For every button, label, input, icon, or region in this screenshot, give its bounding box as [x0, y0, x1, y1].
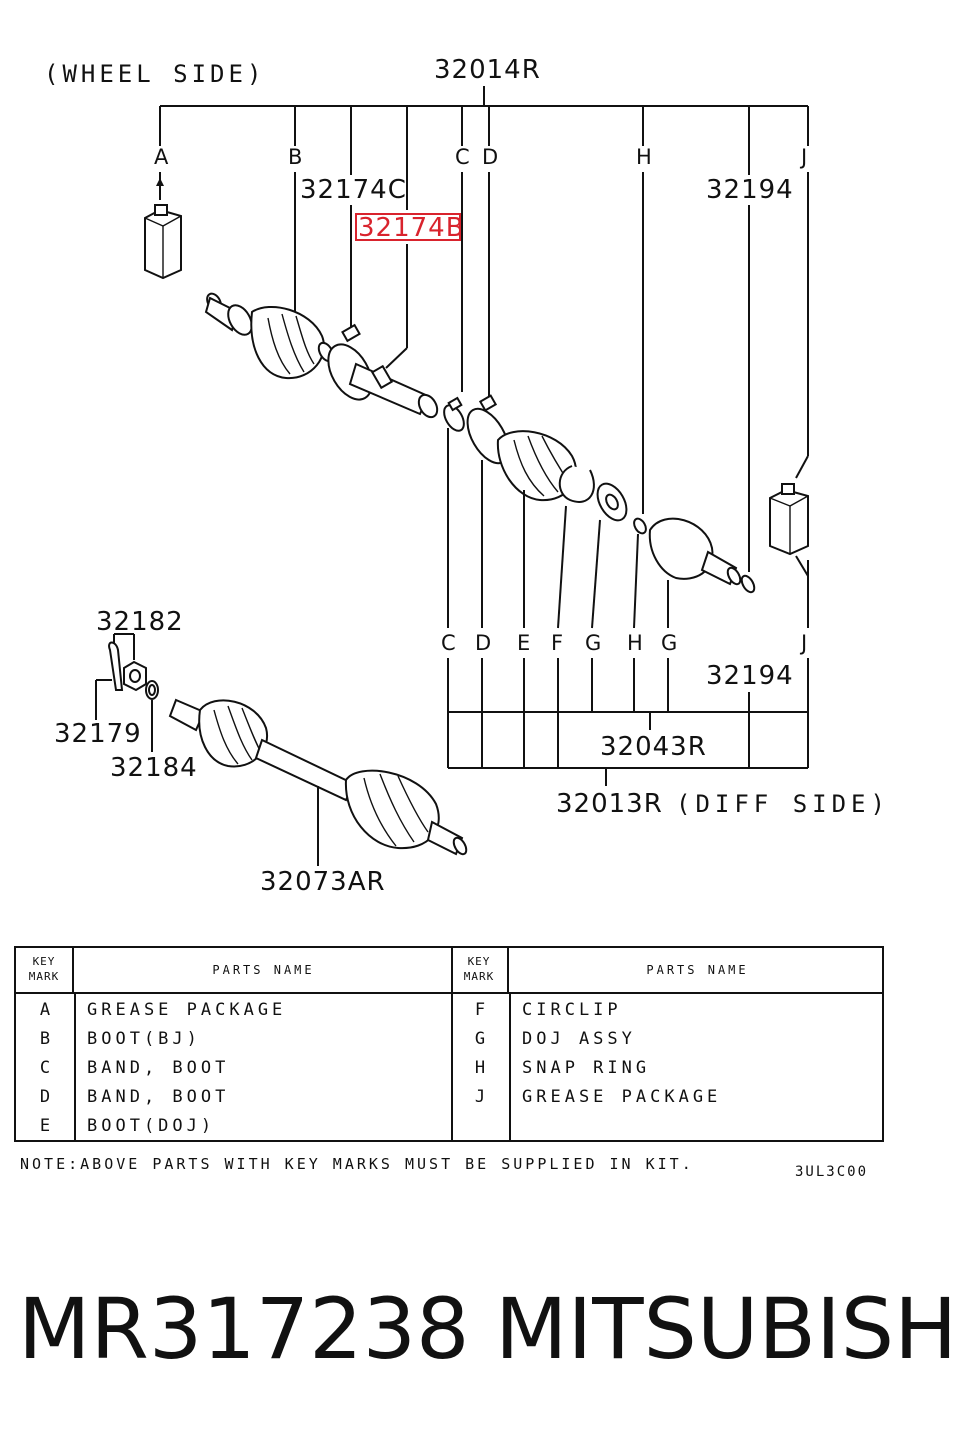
key-mark-g-lower: G: [661, 631, 677, 655]
part-32043r-label: 32043R: [600, 732, 707, 762]
wheel-side-label: (WHEEL SIDE): [44, 60, 265, 88]
highlight-box: [355, 213, 461, 241]
key-mark-d: D: [482, 145, 498, 169]
part-32179-label: 32179: [54, 719, 142, 749]
key-mark-c: C: [455, 145, 470, 169]
upper-shaft-assembly-icon: [204, 292, 756, 594]
key-mark-g: G: [585, 631, 601, 655]
key-mark-b: B: [288, 145, 302, 169]
key-mark-e: E: [517, 631, 530, 655]
part-32184-label: 32184: [110, 753, 198, 783]
top-bracket-lines: [159, 86, 809, 210]
key-mark-c-lower: C: [441, 631, 456, 655]
leader-lines: [159, 172, 809, 572]
key-mark-j: J: [799, 145, 807, 169]
part-32073ar-label: 32073AR: [260, 867, 386, 897]
assembly-32014r-label: 32014R: [434, 55, 541, 85]
key-mark-f: F: [551, 631, 563, 655]
table-header: KEY MARK PARTS NAME: [16, 948, 451, 994]
small-parts-leaders: [95, 633, 319, 866]
lower-leader-lines: [447, 428, 809, 629]
table-header: KEY MARK PARTS NAME: [451, 948, 884, 994]
parts-name-header: PARTS NAME: [212, 963, 315, 977]
brand-name: MITSUBISHI: [495, 1280, 960, 1378]
parts-name-header: PARTS NAME: [646, 963, 749, 977]
key-mark-h-lower: H: [627, 631, 643, 655]
key-mark-h: H: [636, 145, 652, 169]
key-mark-a: A: [154, 145, 169, 169]
bottom-bracket-lines: [447, 658, 809, 786]
grease-package-j-icon: [769, 483, 809, 556]
part-32013r-label: 32013R: [556, 789, 663, 819]
part-32174c-label: 32174C: [300, 175, 407, 205]
key-mark-d-lower: D: [475, 631, 491, 655]
complete-shaft-assembly-icon: [108, 641, 468, 856]
part-number: MR317238: [18, 1280, 470, 1378]
part-32194-bottom-label: 32194: [706, 661, 794, 691]
part-32194-top-label: 32194: [706, 175, 794, 205]
part-32182-label: 32182: [96, 607, 184, 637]
exploded-parts-diagram: (WHEEL SIDE) 32014R A B C D H J 32174C 3…: [44, 55, 890, 897]
diagram-code: 3UL3C00: [795, 1164, 869, 1180]
part-32174b-label[interactable]: 32174B: [358, 213, 465, 243]
key-mark-j-lower: J: [799, 631, 807, 655]
kit-note: NOTE:ABOVE PARTS WITH KEY MARKS MUST BE …: [20, 1155, 694, 1173]
grease-package-a-icon: [144, 178, 182, 280]
diff-side-label: (DIFF SIDE): [676, 790, 890, 818]
key-mark-header: KEY MARK: [451, 948, 509, 992]
key-mark-header: KEY MARK: [16, 948, 74, 992]
